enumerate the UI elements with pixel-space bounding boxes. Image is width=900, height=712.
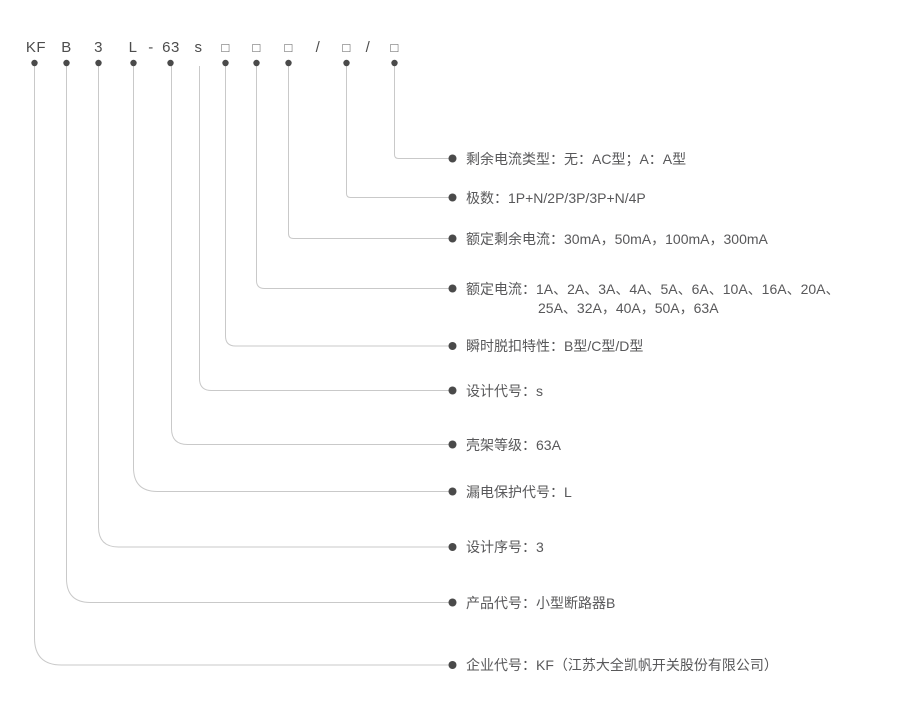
connector-line [394,66,452,159]
code-dot [31,59,38,67]
code-dot [130,59,137,67]
connector-line [346,66,452,198]
label-rated-current-line2: 25A、32A，40A，50A，63A [538,300,719,316]
connector-line [171,66,452,445]
code-dot [167,59,174,67]
label-frame-rating: 壳架等级：63A [466,436,561,453]
row-bullet [448,234,457,243]
code-dot [253,59,260,67]
code-token-kf: KF [25,39,47,56]
code-dot [63,59,70,67]
code-token-dash: - [148,39,154,56]
code-token-square-5: □ [390,40,399,55]
label-residual-current-type: 剩余电流类型：无：AC型；A：A型 [466,150,687,167]
code-token-b: B [61,39,72,56]
connector-line [66,66,452,603]
label-design-serial: 设计序号：3 [466,539,544,555]
row-bullet [448,342,457,350]
row-bullet [448,487,457,496]
row-bullet [448,543,457,551]
connector-line [98,66,452,548]
code-token-square-2: □ [252,40,261,55]
row-bullet [448,193,457,202]
label-poles: 极数：1P+N/2P/3P/3P+N/4P [466,189,646,206]
row-bullet [448,284,457,293]
code-token-3: 3 [94,39,103,56]
label-design-code: 设计代号：s [466,382,543,399]
connector-line [225,66,452,347]
connector-line [133,66,452,492]
row-bullet [448,661,457,669]
code-token-l: L [128,39,138,56]
code-token-square-1: □ [221,40,230,55]
label-product-code: 产品代号：小型断路器B [466,594,616,611]
code-token-slash-1: / [315,39,321,56]
code-token-square-4: □ [342,40,351,55]
connector-line [34,66,452,666]
label-rated-residual-current: 额定剩余电流：30mA，50mA，100mA，300mA [466,230,768,247]
code-dot [391,59,398,67]
code-token-square-3: □ [284,40,293,55]
label-instantaneous-trip: 瞬时脱扣特性：B型/C型/D型 [466,338,644,354]
code-dot [343,59,350,67]
code-dot [222,59,229,67]
connector-line [199,66,452,391]
code-token-63: 63 [162,39,180,56]
row-bullet [448,154,457,163]
label-leakage-protection-code: 漏电保护代号：L [466,483,572,500]
row-bullet [448,598,457,607]
label-rated-current: 额定电流：1A、2A、3A、4A、5A、6A、10A、16A、20A、 [466,280,840,297]
row-bullet [448,386,457,395]
code-dot [95,59,102,67]
code-token-s: s [194,39,203,56]
row-bullet [448,440,457,449]
code-dot [285,59,292,67]
connector-line [288,66,452,239]
code-token-slash-2: / [365,39,371,56]
label-enterprise-code: 企业代号：KF（江苏大全凯帆开关股份有限公司） [466,657,778,673]
connector-line [256,66,452,289]
